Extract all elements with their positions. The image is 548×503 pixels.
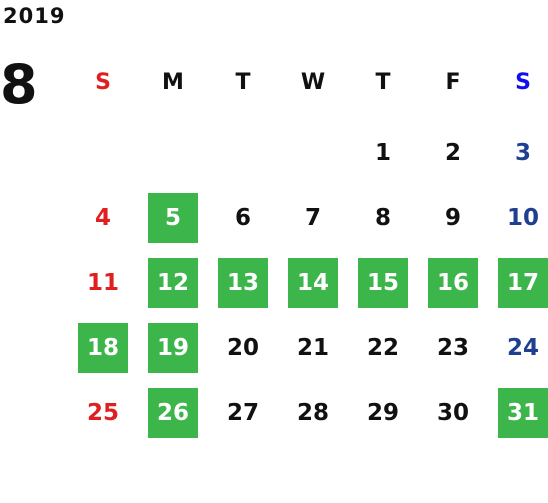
calendar-cell [208,120,278,185]
calendar-cell: 23 [418,315,488,380]
calendar-cell: 5 [138,185,208,250]
calendar-cell [278,120,348,185]
calendar-cell: 10 [488,185,548,250]
day-cell[interactable]: 23 [436,334,469,361]
calendar-cell: 26 [138,380,208,445]
day-cell[interactable]: 2 [444,139,461,166]
calendar-cell: 21 [278,315,348,380]
calendar-cell: 24 [488,315,548,380]
calendar-cell: 8 [348,185,418,250]
weekday-header-thursday: T [375,69,391,95]
weekday-header-tuesday: T [235,69,251,95]
calendar-cell: 14 [278,250,348,315]
calendar-cell: 7 [278,185,348,250]
day-cell[interactable]: 7 [304,204,321,231]
day-cell-highlighted[interactable]: 17 [498,257,548,308]
day-cell-highlighted[interactable]: 26 [148,387,198,438]
day-cell[interactable]: 10 [506,204,539,231]
day-cell-highlighted[interactable]: 15 [358,257,408,308]
day-cell[interactable]: 3 [514,139,531,166]
day-cell[interactable]: 4 [94,204,111,231]
day-cell[interactable]: 20 [226,334,259,361]
day-cell[interactable]: 8 [374,204,391,231]
day-cell-highlighted[interactable]: 18 [78,322,128,373]
calendar-cell: 2 [418,120,488,185]
calendar-cell: 20 [208,315,278,380]
calendar-cell: 17 [488,250,548,315]
day-cell[interactable]: 29 [366,399,399,426]
day-cell-highlighted[interactable]: 5 [148,192,198,243]
day-cell[interactable]: 11 [86,269,119,296]
day-cell-highlighted[interactable]: 19 [148,322,198,373]
calendar-cell [68,120,138,185]
calendar-cell: 13 [208,250,278,315]
day-cell[interactable]: 21 [296,334,329,361]
calendar-cell: 27 [208,380,278,445]
weekday-header-sunday: S [95,69,111,95]
day-cell-highlighted[interactable]: 14 [288,257,338,308]
calendar-cell: 6 [208,185,278,250]
calendar-cell: 12 [138,250,208,315]
day-cell[interactable]: 9 [444,204,461,231]
calendar-cell [138,120,208,185]
day-cell[interactable]: 6 [234,204,251,231]
calendar-cell: 19 [138,315,208,380]
calendar-cell: 15 [348,250,418,315]
calendar-cell: 11 [68,250,138,315]
calendar-cell: 16 [418,250,488,315]
weekday-header-saturday: S [515,69,531,95]
calendar-cell: 25 [68,380,138,445]
day-cell[interactable]: 25 [86,399,119,426]
day-cell-highlighted[interactable]: 12 [148,257,198,308]
calendar-cell: 9 [418,185,488,250]
calendar-cell: 31 [488,380,548,445]
day-cell[interactable]: 28 [296,399,329,426]
month-number: 8 [0,53,38,116]
day-cell-highlighted[interactable]: 13 [218,257,268,308]
calendar-cell: 30 [418,380,488,445]
calendar-cell: 3 [488,120,548,185]
year-label: 2019 [3,4,66,28]
day-cell[interactable]: 30 [436,399,469,426]
calendar-cell: 18 [68,315,138,380]
day-cell[interactable]: 22 [366,334,399,361]
day-cell[interactable]: 24 [506,334,539,361]
calendar-cell: 28 [278,380,348,445]
calendar-cell: 29 [348,380,418,445]
weekday-header-monday: M [162,69,184,95]
day-cell-highlighted[interactable]: 31 [498,387,548,438]
day-cell[interactable]: 1 [374,139,391,166]
day-cell-highlighted[interactable]: 16 [428,257,478,308]
weekday-header-friday: F [445,69,461,95]
weekday-header-wednesday: W [300,69,326,95]
calendar-cell: 4 [68,185,138,250]
calendar-cell: 22 [348,315,418,380]
calendar-cell: 1 [348,120,418,185]
day-cell[interactable]: 27 [226,399,259,426]
